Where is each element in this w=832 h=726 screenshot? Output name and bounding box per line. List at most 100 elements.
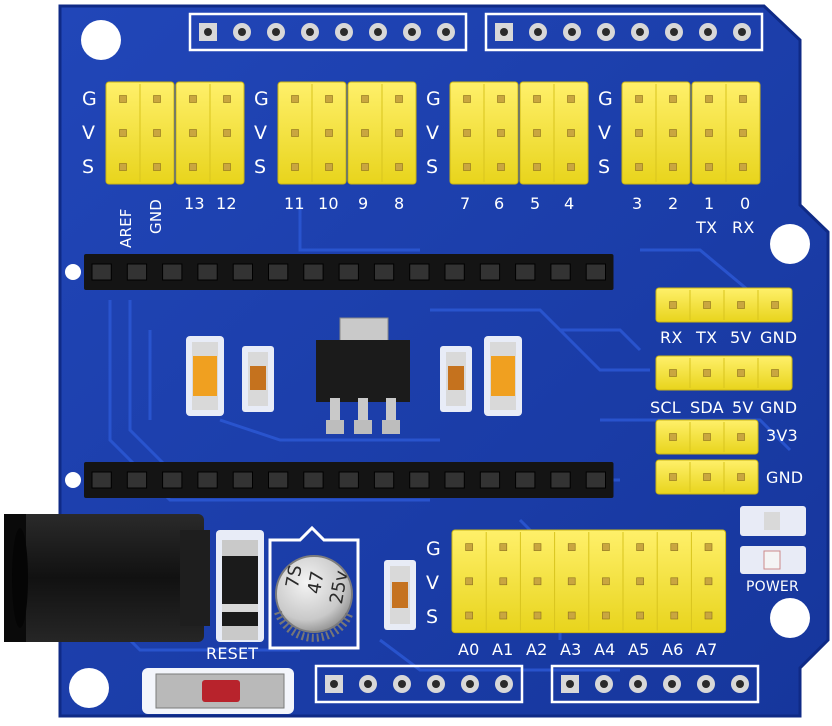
dc-power-jack xyxy=(4,514,210,642)
header-pin xyxy=(463,163,471,171)
female-socket xyxy=(338,471,359,489)
servo-label-g: G xyxy=(82,88,97,110)
female-headers xyxy=(84,254,614,498)
header-pin xyxy=(670,611,679,620)
header-pin xyxy=(291,95,299,103)
pin-label-0: 0 xyxy=(740,194,751,213)
header-pin xyxy=(361,95,369,103)
header-pin xyxy=(703,301,711,309)
header-pin xyxy=(705,129,713,137)
capacitor-code: 7S xyxy=(282,563,307,590)
header-pin xyxy=(771,301,779,309)
header-pin xyxy=(737,473,745,481)
analog-pin-a0: A0 xyxy=(458,640,480,659)
servo-label-s: S xyxy=(426,156,439,178)
female-socket xyxy=(268,471,289,489)
female-socket xyxy=(232,263,253,281)
analog-pin-a2: A2 xyxy=(526,640,548,659)
header-pin xyxy=(499,543,508,551)
header-pin xyxy=(499,577,508,586)
analog-pin-a7: A7 xyxy=(696,640,718,659)
header-pin xyxy=(635,95,643,103)
pin-label-6: 6 xyxy=(494,194,505,213)
servo-header-block xyxy=(105,81,175,185)
power-label: POWER xyxy=(746,579,799,595)
header-pin xyxy=(153,163,161,171)
pin-label-1: 1 xyxy=(704,194,715,213)
header-pin xyxy=(465,577,473,586)
header-pin xyxy=(739,163,747,171)
servo-header-block xyxy=(175,81,245,185)
header-pin xyxy=(705,163,713,171)
header-pin xyxy=(533,129,541,137)
servo-header-block xyxy=(519,81,589,185)
female-header-row xyxy=(84,254,614,290)
header-pin xyxy=(119,95,127,103)
header-pin xyxy=(669,301,677,309)
header-pin xyxy=(395,95,403,103)
servo-label-s: S xyxy=(82,156,95,178)
header-pin xyxy=(361,163,369,171)
header-pin xyxy=(463,95,471,103)
side-headers xyxy=(655,287,793,495)
header-pin xyxy=(636,611,644,620)
i2c-label-scl: SCL xyxy=(650,398,681,417)
uart-label-tx: TX xyxy=(696,328,718,347)
gnd-header xyxy=(655,459,759,495)
pin-label-7: 7 xyxy=(460,194,471,213)
header-pin xyxy=(119,163,127,171)
i2c-label-gnd: GND xyxy=(760,398,798,417)
header-pin xyxy=(703,473,711,481)
header-pin xyxy=(465,611,473,620)
analog-pin-a5: A5 xyxy=(628,640,650,659)
female-socket xyxy=(232,471,253,489)
servo-label-v: V xyxy=(598,122,612,144)
header-pin xyxy=(737,433,745,441)
pin-label-5: 5 xyxy=(530,194,541,213)
uart-label-5v: 5V xyxy=(730,328,752,347)
header-pin xyxy=(771,369,779,377)
analog-header-block xyxy=(451,529,727,634)
voltage-regulator xyxy=(316,317,410,434)
header-pin xyxy=(635,163,643,171)
header-pin xyxy=(533,163,541,171)
header-pin xyxy=(325,163,333,171)
female-socket xyxy=(303,471,324,489)
female-socket xyxy=(91,471,112,489)
header-pin xyxy=(636,543,644,551)
pin-label-10: 10 xyxy=(318,194,339,213)
header-pin xyxy=(465,543,473,551)
header-pin xyxy=(567,611,576,620)
pad-row xyxy=(550,664,760,704)
header-pin xyxy=(703,433,711,441)
top-pad-rows xyxy=(188,12,764,52)
rx-label: RX xyxy=(732,218,755,237)
tx-label: TX xyxy=(696,218,718,237)
female-socket xyxy=(303,263,324,281)
header-pin xyxy=(223,95,231,103)
analog-pin-a6: A6 xyxy=(662,640,684,659)
header-pin xyxy=(669,129,677,137)
servo-header-block xyxy=(621,81,691,185)
pin-label-8: 8 xyxy=(394,194,405,213)
header-pin xyxy=(567,129,575,137)
header-pin xyxy=(669,473,677,481)
uart-label-rx: RX xyxy=(660,328,683,347)
pin-label-gnd: GND xyxy=(147,199,165,234)
female-socket xyxy=(373,471,395,489)
header-pin xyxy=(533,543,542,551)
analog-pin-a1: A1 xyxy=(492,640,514,659)
analog-pin-a3: A3 xyxy=(560,640,582,659)
servo-header-block xyxy=(449,81,519,185)
header-pin xyxy=(325,129,333,137)
header-pin xyxy=(567,577,576,586)
header-pin xyxy=(567,95,575,103)
header-pin xyxy=(533,95,541,103)
analog-pin-a4: A4 xyxy=(594,640,616,659)
i2c-label-sda: SDA xyxy=(690,398,724,417)
header-pin xyxy=(669,369,677,377)
header-pin xyxy=(602,577,610,586)
header-pin xyxy=(497,95,505,103)
servo-header-block xyxy=(277,81,347,185)
